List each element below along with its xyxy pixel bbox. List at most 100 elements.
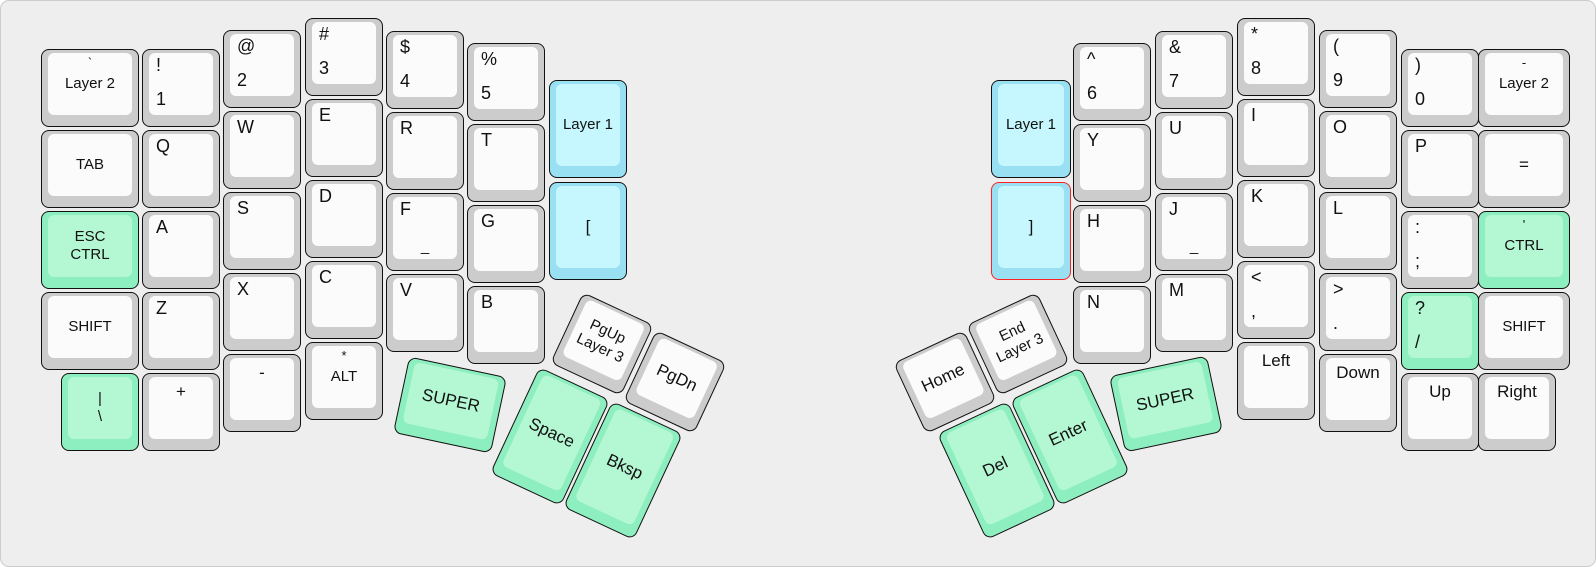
key-layer1-right[interactable]: Layer 1 [991,80,1071,178]
keytop: Y [1080,128,1144,190]
key-label: * [341,348,347,363]
key-shift-right[interactable]: SHIFT [1478,292,1570,370]
key-lt-comma[interactable]: <, [1237,261,1315,339]
key-e[interactable]: E [305,99,383,177]
keytop: S [230,196,294,258]
key-t[interactable]: T [467,124,545,202]
key-quote-ctrl[interactable]: 'CTRL [1478,211,1570,289]
key-label: ( [1333,36,1339,56]
key-right[interactable]: Right [1478,373,1556,451]
keytop: = [1485,134,1563,196]
key-hash-3[interactable]: #3 [305,18,383,96]
key-label: = [1519,154,1529,174]
key-tab[interactable]: TAB [41,130,139,208]
keytop: ] [998,186,1064,268]
key-label: SUPER [1134,384,1196,415]
key-label: 4 [400,71,411,91]
keytop: 'CTRL [1485,215,1563,277]
key-shift-left[interactable]: SHIFT [41,292,139,370]
key-minus-left[interactable]: - [223,354,301,432]
key-s[interactable]: S [223,192,301,270]
key-q[interactable]: Q [142,130,220,208]
key-o[interactable]: O [1319,111,1397,189]
keytop: <, [1244,265,1308,327]
key-equals[interactable]: = [1478,130,1570,208]
key-label: O [1333,117,1348,137]
key-h[interactable]: H [1073,205,1151,283]
key-label: , [1251,301,1257,321]
key-left[interactable]: Left [1237,342,1315,420]
key-a[interactable]: A [142,211,220,289]
key-super-left[interactable]: SUPER [392,356,508,454]
key-label: Del [979,452,1011,481]
key-x[interactable]: X [223,273,301,351]
key-label: X [237,279,250,299]
key-label: 3 [319,58,330,78]
key-amp-7[interactable]: &7 [1155,31,1233,109]
key-exclam-1[interactable]: !1 [142,49,220,127]
key-star-8[interactable]: *8 [1237,18,1315,96]
key-n[interactable]: N [1073,286,1151,364]
key-l[interactable]: L [1319,192,1397,270]
key-esc-ctrl[interactable]: ESC CTRL [41,211,139,289]
keytop: SHIFT [1485,296,1563,358]
key-plus[interactable]: + [142,373,220,451]
key-label: 9 [1333,70,1344,90]
keytop: E [312,103,376,165]
key-lparen-9[interactable]: (9 [1319,30,1397,108]
key-c[interactable]: C [305,261,383,339]
key-f[interactable]: F_ [386,193,464,271]
key-label: . [1333,313,1339,333]
key-up[interactable]: Up [1401,373,1479,451]
key-k[interactable]: K [1237,180,1315,258]
key-j[interactable]: J_ [1155,193,1233,271]
key-dollar-4[interactable]: $4 [386,31,464,109]
key-label: K [1251,186,1264,206]
key-label: ALT [330,368,358,385]
key-question-slash[interactable]: ?/ [1401,292,1479,370]
keytop: T [474,128,538,190]
key-colon-semicolon[interactable]: :; [1401,211,1479,289]
key-v[interactable]: V [386,274,464,352]
keytop: I [1244,103,1308,165]
key-lbracket[interactable]: [ [549,182,627,280]
key-super-right[interactable]: SUPER [1108,355,1224,453]
key-d[interactable]: D [305,180,383,258]
key-p[interactable]: P [1401,130,1479,208]
key-pipe-backslash[interactable]: | \ [61,373,139,451]
keytop: V [393,278,457,340]
key-label: 5 [481,83,492,103]
key-label: Enter [1045,415,1091,450]
key-star-alt[interactable]: * ALT [305,342,383,420]
key-y[interactable]: Y [1073,124,1151,202]
key-down[interactable]: Down [1319,354,1397,432]
key-m[interactable]: M [1155,274,1233,352]
key-rbracket[interactable]: ] [991,182,1071,280]
key-percent-5[interactable]: %5 [467,43,545,121]
key-label: G [481,211,496,231]
keytop: #3 [312,22,376,84]
key-label: ! [156,55,162,75]
key-caret-6[interactable]: ^6 [1073,43,1151,121]
key-layer1-left[interactable]: Layer 1 [549,80,627,178]
key-at-2[interactable]: @2 [223,30,301,108]
key-label: J [1169,199,1178,219]
key-z[interactable]: Z [142,292,220,370]
key-label: M [1169,280,1184,300]
key-w[interactable]: W [223,111,301,189]
key-label: 2 [237,70,248,90]
key-r[interactable]: R [386,112,464,190]
key-label: Q [156,136,171,156]
key-label: Left [1261,351,1291,370]
key-b[interactable]: B [467,286,545,364]
key-rparen-0[interactable]: )0 [1401,49,1479,127]
key-label: B [481,292,494,312]
key-i[interactable]: I [1237,99,1315,177]
keytop: PgUp Layer 3 [561,298,646,382]
key-u[interactable]: U [1155,112,1233,190]
key-gt-period[interactable]: >. [1319,273,1397,351]
key-grave-layer2[interactable]: `Layer 2 [41,49,139,127]
key-g[interactable]: G [467,205,545,283]
key-minus-layer2[interactable]: -Layer 2 [1478,49,1570,127]
